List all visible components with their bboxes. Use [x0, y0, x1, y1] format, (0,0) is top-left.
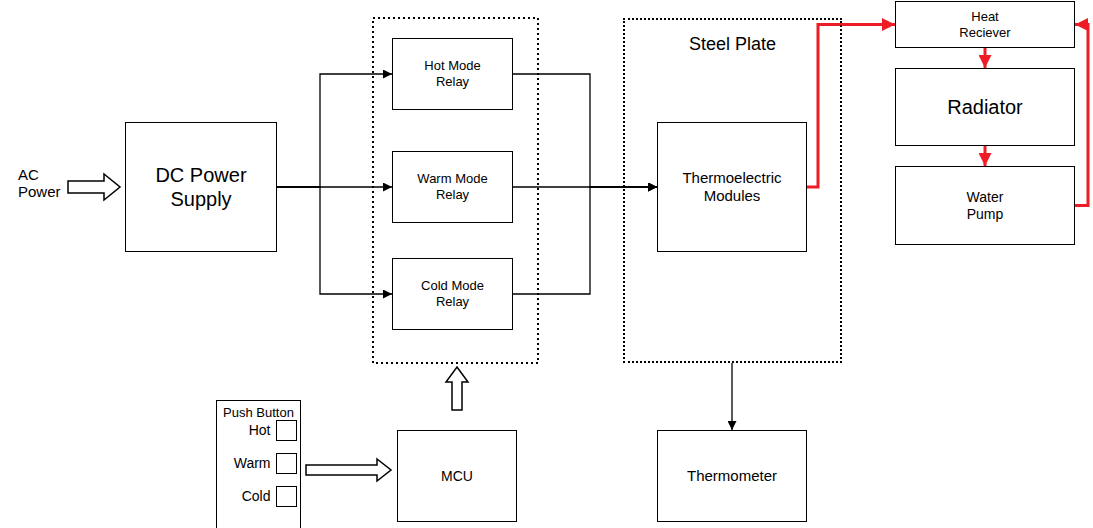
node-text: Thermometer [687, 467, 777, 485]
node-text: Radiator [947, 95, 1023, 119]
node-text: DC Power Supply [149, 163, 254, 211]
push-button: Cold [276, 486, 297, 507]
node-text: Push Button [223, 405, 294, 421]
relay-group-outline [373, 18, 538, 363]
coolant-pipe [807, 25, 895, 188]
node-text: Thermoelectric Modules [673, 169, 791, 205]
relay-box: Hot Mode Relay [392, 38, 513, 110]
power-wire [731, 363, 732, 430]
node-text: Cold Mode Relay [407, 278, 499, 309]
power-wire [277, 187, 392, 294]
push-button: Hot [276, 420, 297, 441]
node-text: Hot Mode Relay [407, 58, 499, 89]
coolant-pipe [1075, 25, 1088, 206]
power-supply-box: DC Power Supply [125, 122, 277, 252]
radiator-box: Radiator [895, 68, 1075, 146]
pump-box: Water Pump [895, 166, 1075, 245]
coolant-pipe [984, 146, 987, 166]
coolant-pipe [984, 48, 987, 68]
relay-box: Cold Mode Relay [392, 258, 513, 330]
node-text: Steel Plate [689, 34, 776, 56]
heat-receiver-box: Heat Reciever [895, 1, 1075, 48]
power-wire [513, 74, 657, 187]
node-text: Warm Mode Relay [407, 171, 499, 202]
button-label: Cold [242, 488, 271, 505]
node-text: Water Pump [958, 189, 1013, 223]
signal-arrow [306, 459, 391, 481]
power-wire [513, 187, 657, 294]
thermoelectric-box: Thermoelectric Modules [657, 122, 807, 252]
node-text: MCU [441, 468, 473, 485]
node-text: Heat Reciever [950, 9, 1020, 40]
power-input-arrow [68, 174, 120, 200]
steel-plate-group: Steel PlateThermoelectric Modules [623, 18, 842, 363]
thermometer-box: Thermometer [657, 430, 807, 522]
controller-box: MCU [397, 430, 517, 522]
push-button: Warm [276, 453, 297, 474]
button-label: Warm [234, 455, 271, 472]
relay-box: Warm Mode Relay [392, 151, 513, 223]
control-arrow [446, 367, 468, 410]
button-panel: Push ButtonHotWarmCold [216, 400, 301, 528]
input-label: AC Power [18, 166, 64, 201]
button-label: Hot [249, 422, 271, 439]
power-wire [277, 74, 392, 187]
